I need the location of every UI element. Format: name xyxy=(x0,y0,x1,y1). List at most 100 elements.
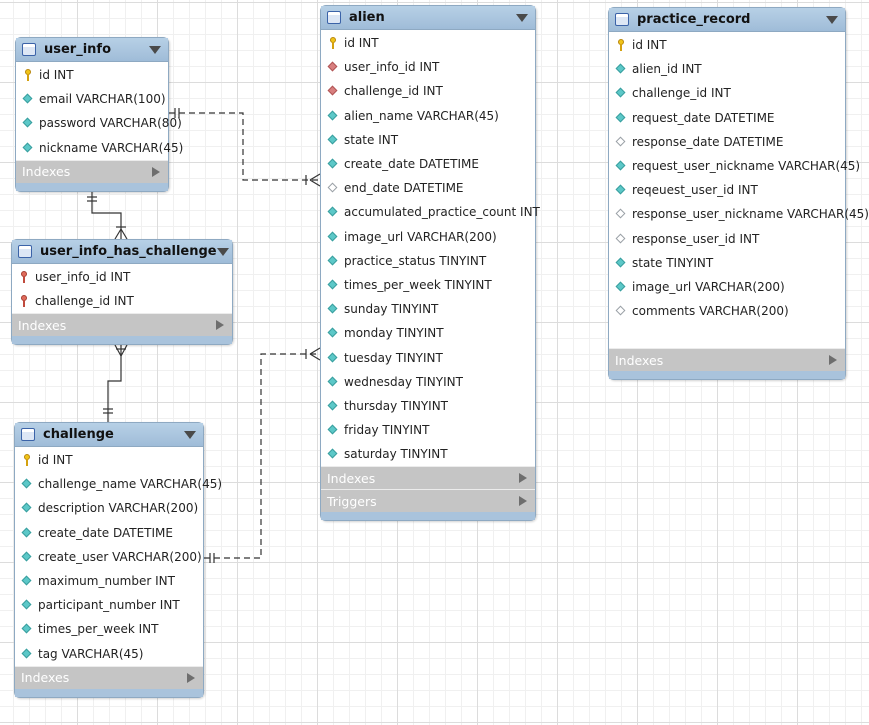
indexes-section[interactable]: Indexes xyxy=(609,348,845,372)
column-label: create_date DATETIME xyxy=(344,157,479,172)
collapse-arrow-icon[interactable] xyxy=(826,15,838,24)
expand-arrow-icon xyxy=(152,166,160,177)
table-header[interactable]: user_info xyxy=(16,38,168,62)
collapse-arrow-icon[interactable] xyxy=(184,430,196,439)
indexes-section[interactable]: Indexes xyxy=(16,159,168,183)
column-row[interactable]: id INT xyxy=(15,448,203,472)
foreign-key-icon xyxy=(327,85,339,97)
column-label: friday TINYINT xyxy=(344,423,430,438)
column-row[interactable]: monday TINYINT xyxy=(321,321,535,345)
column-row[interactable]: tag VARCHAR(45) xyxy=(15,642,203,666)
relationship-challenge-to-user-info-has-challenge[interactable] xyxy=(103,344,128,422)
column-label: id INT xyxy=(39,68,74,83)
column-row[interactable]: email VARCHAR(100) xyxy=(16,87,168,111)
column-row[interactable]: user_info_id INT xyxy=(12,265,232,289)
table-user-info[interactable]: user_info id INT email VARCHAR(100) pass… xyxy=(15,37,183,192)
column-label: challenge_id INT xyxy=(344,84,443,99)
column-label: id INT xyxy=(632,38,667,53)
table-header[interactable]: practice_record xyxy=(609,8,845,32)
column-row[interactable]: create_date DATETIME xyxy=(15,521,203,545)
table-alien[interactable]: alien id INT user_info_id INT challenge_… xyxy=(320,5,540,522)
column-row[interactable]: request_user_nickname VARCHAR(45) xyxy=(609,154,860,178)
column-icon xyxy=(615,257,627,269)
column-row[interactable]: friday TINYINT xyxy=(321,418,535,442)
table-challenge[interactable]: challenge id INT challenge_name VARCHAR(… xyxy=(14,422,222,698)
table-icon xyxy=(327,11,341,24)
column-row[interactable]: times_per_week TINYINT xyxy=(321,273,535,297)
column-icon xyxy=(327,231,339,243)
column-row[interactable]: comments VARCHAR(200) xyxy=(609,299,845,323)
column-row[interactable]: response_date DATETIME xyxy=(609,130,845,154)
column-row[interactable]: thursday TINYINT xyxy=(321,394,535,418)
table-footer xyxy=(321,512,535,521)
collapse-arrow-icon[interactable] xyxy=(216,247,229,256)
column-label: monday TINYINT xyxy=(344,326,444,341)
table-header[interactable]: user_info_has_challenge xyxy=(12,240,232,264)
table-user-info-has-challenge[interactable]: user_info_has_challenge user_info_id INT… xyxy=(11,239,233,346)
table-title: challenge xyxy=(43,427,114,442)
column-row[interactable]: alien_id INT xyxy=(609,57,845,81)
column-label: wednesday TINYINT xyxy=(344,374,463,389)
column-row[interactable]: create_date DATETIME xyxy=(321,152,535,176)
column-row[interactable]: request_date DATETIME xyxy=(609,106,845,130)
triggers-section[interactable]: Triggers xyxy=(321,489,535,513)
column-row[interactable]: state INT xyxy=(321,128,535,152)
column-row[interactable]: practice_status TINYINT xyxy=(321,249,535,273)
nullable-column-icon xyxy=(327,182,339,194)
column-row[interactable]: maximum_number INT xyxy=(15,569,203,593)
column-row[interactable]: times_per_week INT xyxy=(15,617,203,641)
column-icon xyxy=(327,158,339,170)
relationship-challenge-to-alien[interactable] xyxy=(204,347,321,563)
column-row[interactable]: id INT xyxy=(321,31,535,55)
column-row[interactable]: saturday TINYINT xyxy=(321,442,535,466)
column-row[interactable]: challenge_id INT xyxy=(12,289,232,313)
collapse-arrow-icon[interactable] xyxy=(516,13,528,22)
column-row[interactable]: reqeuest_user_id INT xyxy=(609,178,845,202)
column-row[interactable]: password VARCHAR(80) xyxy=(16,111,182,135)
column-label: end_date DATETIME xyxy=(344,181,464,196)
primary-key-icon xyxy=(21,454,33,467)
relationship-user-info-to-user-info-has-challenge[interactable] xyxy=(87,191,128,240)
column-label: thursday TINYINT xyxy=(344,398,449,413)
column-row[interactable]: id INT xyxy=(609,33,845,57)
column-row[interactable]: end_date DATETIME xyxy=(321,176,535,200)
indexes-section[interactable]: Indexes xyxy=(15,665,203,689)
indexes-section[interactable]: Indexes xyxy=(321,466,535,490)
table-title: alien xyxy=(349,10,385,25)
table-practice-record[interactable]: practice_record id INT alien_id INT chal… xyxy=(608,7,869,381)
column-row[interactable]: wednesday TINYINT xyxy=(321,370,535,394)
column-row[interactable]: image_url VARCHAR(200) xyxy=(609,275,845,299)
table-footer xyxy=(16,182,168,191)
column-row[interactable]: accumulated_practice_count INT xyxy=(321,200,540,224)
column-row[interactable]: image_url VARCHAR(200) xyxy=(321,225,535,249)
column-label: maximum_number INT xyxy=(38,574,175,589)
column-row[interactable]: response_user_nickname VARCHAR(45) xyxy=(609,202,869,226)
nullable-column-icon xyxy=(615,233,627,245)
table-header[interactable]: alien xyxy=(321,6,535,30)
column-row[interactable]: response_user_id INT xyxy=(609,227,845,251)
empty-column-space xyxy=(609,323,845,348)
column-row[interactable]: challenge_id INT xyxy=(609,81,845,105)
column-row[interactable]: participant_number INT xyxy=(15,593,203,617)
column-row[interactable]: alien_name VARCHAR(45) xyxy=(321,104,535,128)
column-row[interactable]: sunday TINYINT xyxy=(321,297,535,321)
column-label: practice_status TINYINT xyxy=(344,253,487,268)
column-row[interactable]: user_info_id INT xyxy=(321,55,535,79)
column-row[interactable]: id INT xyxy=(16,63,168,87)
column-icon xyxy=(615,281,627,293)
relationship-user-info-to-alien[interactable] xyxy=(169,108,321,187)
column-icon xyxy=(21,502,33,514)
column-row[interactable]: tuesday TINYINT xyxy=(321,345,535,369)
table-header[interactable]: challenge xyxy=(15,423,203,447)
column-row[interactable]: challenge_id INT xyxy=(321,79,535,103)
column-row[interactable]: challenge_name VARCHAR(45) xyxy=(15,472,222,496)
column-row[interactable]: description VARCHAR(200) xyxy=(15,496,203,520)
collapse-arrow-icon[interactable] xyxy=(149,45,161,54)
column-label: reqeuest_user_id INT xyxy=(632,183,758,198)
indexes-section[interactable]: Indexes xyxy=(12,313,232,337)
column-row[interactable]: nickname VARCHAR(45) xyxy=(16,136,183,160)
column-row[interactable]: state TINYINT xyxy=(609,251,845,275)
column-icon xyxy=(327,376,339,388)
column-icon xyxy=(327,255,339,267)
column-row[interactable]: create_user VARCHAR(200) xyxy=(15,545,203,569)
